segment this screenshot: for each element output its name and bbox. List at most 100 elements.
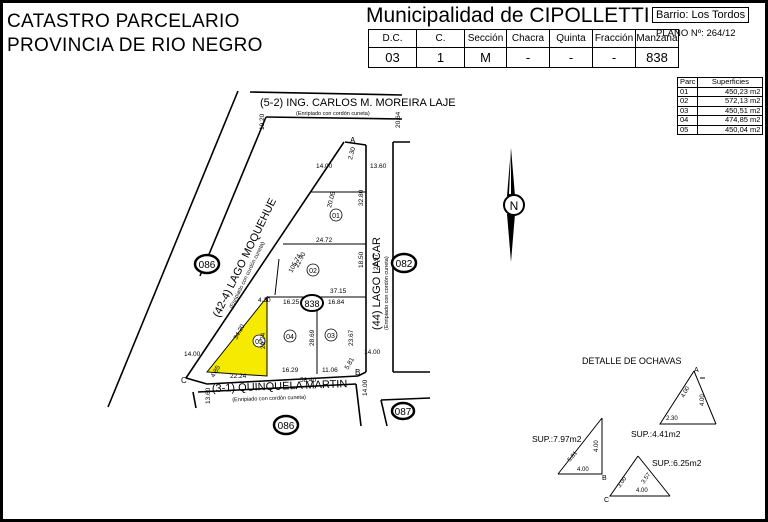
ochava-area: SUP.:6.25m2 (652, 458, 702, 468)
dimension: 13.60 (205, 387, 212, 404)
block-circle-bottom-right (390, 401, 416, 421)
dimension-labels: 19.20 20.64 14.00 2.30 13.60 20.05 32.80… (184, 111, 402, 404)
municipality-title: Municipalidad de CIPOLLETTI (366, 4, 650, 27)
dimension: 23.67 (348, 329, 355, 346)
north-label: N (510, 199, 519, 213)
ochava-dimension: 3.57 (641, 472, 653, 486)
dimension: 18.50 (358, 251, 365, 268)
dimension: 37.15 (330, 288, 347, 295)
point-a-label: A (350, 136, 356, 145)
street-bottom-name: (3-1) QUINQUELA MARTIN (212, 378, 348, 395)
detail-point-c: C (604, 497, 609, 504)
cadastre-table: D.C. C. Sección Chacra Quinta Fracción M… (368, 29, 679, 68)
street-edges (107, 90, 431, 427)
dimension: 14.00 (184, 351, 201, 358)
dimension: 20.05 (326, 191, 337, 209)
ochava-dimension: 2.30 (666, 416, 678, 422)
cadastre-value: - (592, 47, 636, 68)
detail-point-b: B (602, 475, 607, 482)
point-c-label: C (181, 376, 187, 385)
street-right-name: (44) LAGO LACAR (371, 237, 383, 330)
street-left-group: (42-4) LAGO MOQUEHUE (Enripiado con cord… (211, 196, 279, 319)
street-bottom-group: (3-1) QUINQUELA MARTIN (Enripiado con co… (212, 378, 348, 404)
dimension: 11.06 (322, 367, 338, 374)
street-top-name: (5-2) ING. CARLOS M. MOREIRA LAJE (260, 97, 456, 109)
cadastre-value: 1 (416, 47, 465, 68)
parcel-number-circles (252, 208, 343, 348)
dimension: 14.00 (364, 349, 381, 356)
north-arrow-icon: N (503, 148, 525, 262)
block-label-right: 082 (396, 259, 413, 270)
ochava-dimension: 5.81 (567, 450, 580, 463)
dimension: 4.30 (258, 297, 271, 304)
cadastre-value-row: 03 1 M - - - 838 (368, 47, 679, 68)
dimension: 58.40 (300, 377, 317, 384)
dimension: 22.97 (373, 253, 380, 270)
cadastre-value: M (464, 47, 507, 68)
dimension: 22.24 (230, 373, 247, 380)
parcel-number: 04 (286, 334, 294, 341)
dimension: 19.20 (259, 113, 266, 130)
parc-id: 05 (676, 124, 699, 135)
cadastre-value: 838 (635, 47, 679, 68)
block-label-bottom-left: 086 (278, 421, 295, 432)
block-circle-left (193, 253, 221, 275)
ochava-area: SUP.:4.41m2 (631, 429, 681, 439)
parcel-numbers: 01 02 03 04 05 (255, 213, 340, 346)
block-circle-center (300, 294, 324, 312)
ochava-dimension: 4.00 (636, 488, 648, 494)
dimension: 32.80 (358, 189, 365, 206)
ochavas-title: DETALLE DE OCHAVAS (582, 356, 682, 366)
block-number-circles: 086 082 838 086 087 (193, 252, 418, 436)
dimension: 14.00 (316, 163, 333, 170)
ochava-detail-c (609, 455, 671, 497)
ochava-b-labels: SUP.:7.97m2 5.81 4.00 4.00 B (532, 434, 607, 482)
street-right-sub: (Enripiado con cordón cuneta) (384, 256, 390, 330)
dimension: 16.25 (283, 299, 300, 306)
ochava-detail-a (659, 370, 717, 425)
ochava-dimension: 4.00 (680, 385, 691, 399)
parcel-lines (266, 191, 366, 376)
dimension: 2.30 (347, 146, 357, 160)
block-label-bottom-right: 087 (395, 407, 412, 418)
block-label-left: 086 (199, 260, 216, 271)
ochava-a-labels: A 4.00 2.30 4.00 SUP.:4.41m2 (631, 367, 706, 439)
point-b-label: B (355, 368, 360, 377)
street-top-sub: (Enripiado con cordón cuneta) (296, 111, 370, 117)
dimension: 20.64 (395, 111, 402, 128)
parcel-number: 03 (327, 333, 335, 340)
barrio-label: Barrio: Los Tordos (652, 7, 750, 23)
block-circle-bottom-left (272, 414, 300, 436)
plan-title: CATASTRO PARCELARIO PROVINCIA DE RIO NEG… (7, 10, 263, 58)
parcel-number: 02 (309, 268, 317, 275)
ochava-c-labels: SUP.:6.25m2 3.00 3.57 4.00 C (604, 458, 702, 504)
ochava-dimension: 4.00 (700, 394, 706, 406)
dimension: 28.69 (309, 329, 316, 346)
block-label-center: 838 (304, 299, 319, 309)
ochava-dimension: 3.00 (617, 476, 629, 490)
ochava-area: SUP.:7.97m2 (532, 434, 582, 444)
detail-point-a: A (694, 367, 699, 374)
dimension: 14.00 (362, 379, 369, 396)
parc-area: 450,04 m2 (697, 124, 764, 135)
dimension: 16.84 (328, 299, 345, 306)
title-line-1: CATASTRO PARCELARIO (7, 11, 240, 32)
parcel-number: 01 (332, 213, 340, 220)
street-bottom-sub: (Enripiado con cordón cuneta) (232, 395, 306, 404)
ochava-detail-b (557, 417, 603, 475)
dimension: 24.72 (316, 237, 333, 244)
dimension: 16.29 (282, 367, 299, 374)
ochava-dimension: 4.00 (594, 440, 600, 452)
dimension: 29.74 (260, 332, 267, 349)
block-circle-right (390, 252, 418, 274)
ochava-dimension: 4.00 (577, 467, 589, 473)
corner-points: A B C (181, 136, 360, 385)
street-right-group: (44) LAGO LACAR (Enripiado con cordón cu… (371, 237, 390, 330)
plano-number: PLANO Nº: 264/12 (656, 28, 736, 39)
parcel-number: 05 (255, 339, 263, 346)
dimension: 13.60 (370, 163, 387, 170)
